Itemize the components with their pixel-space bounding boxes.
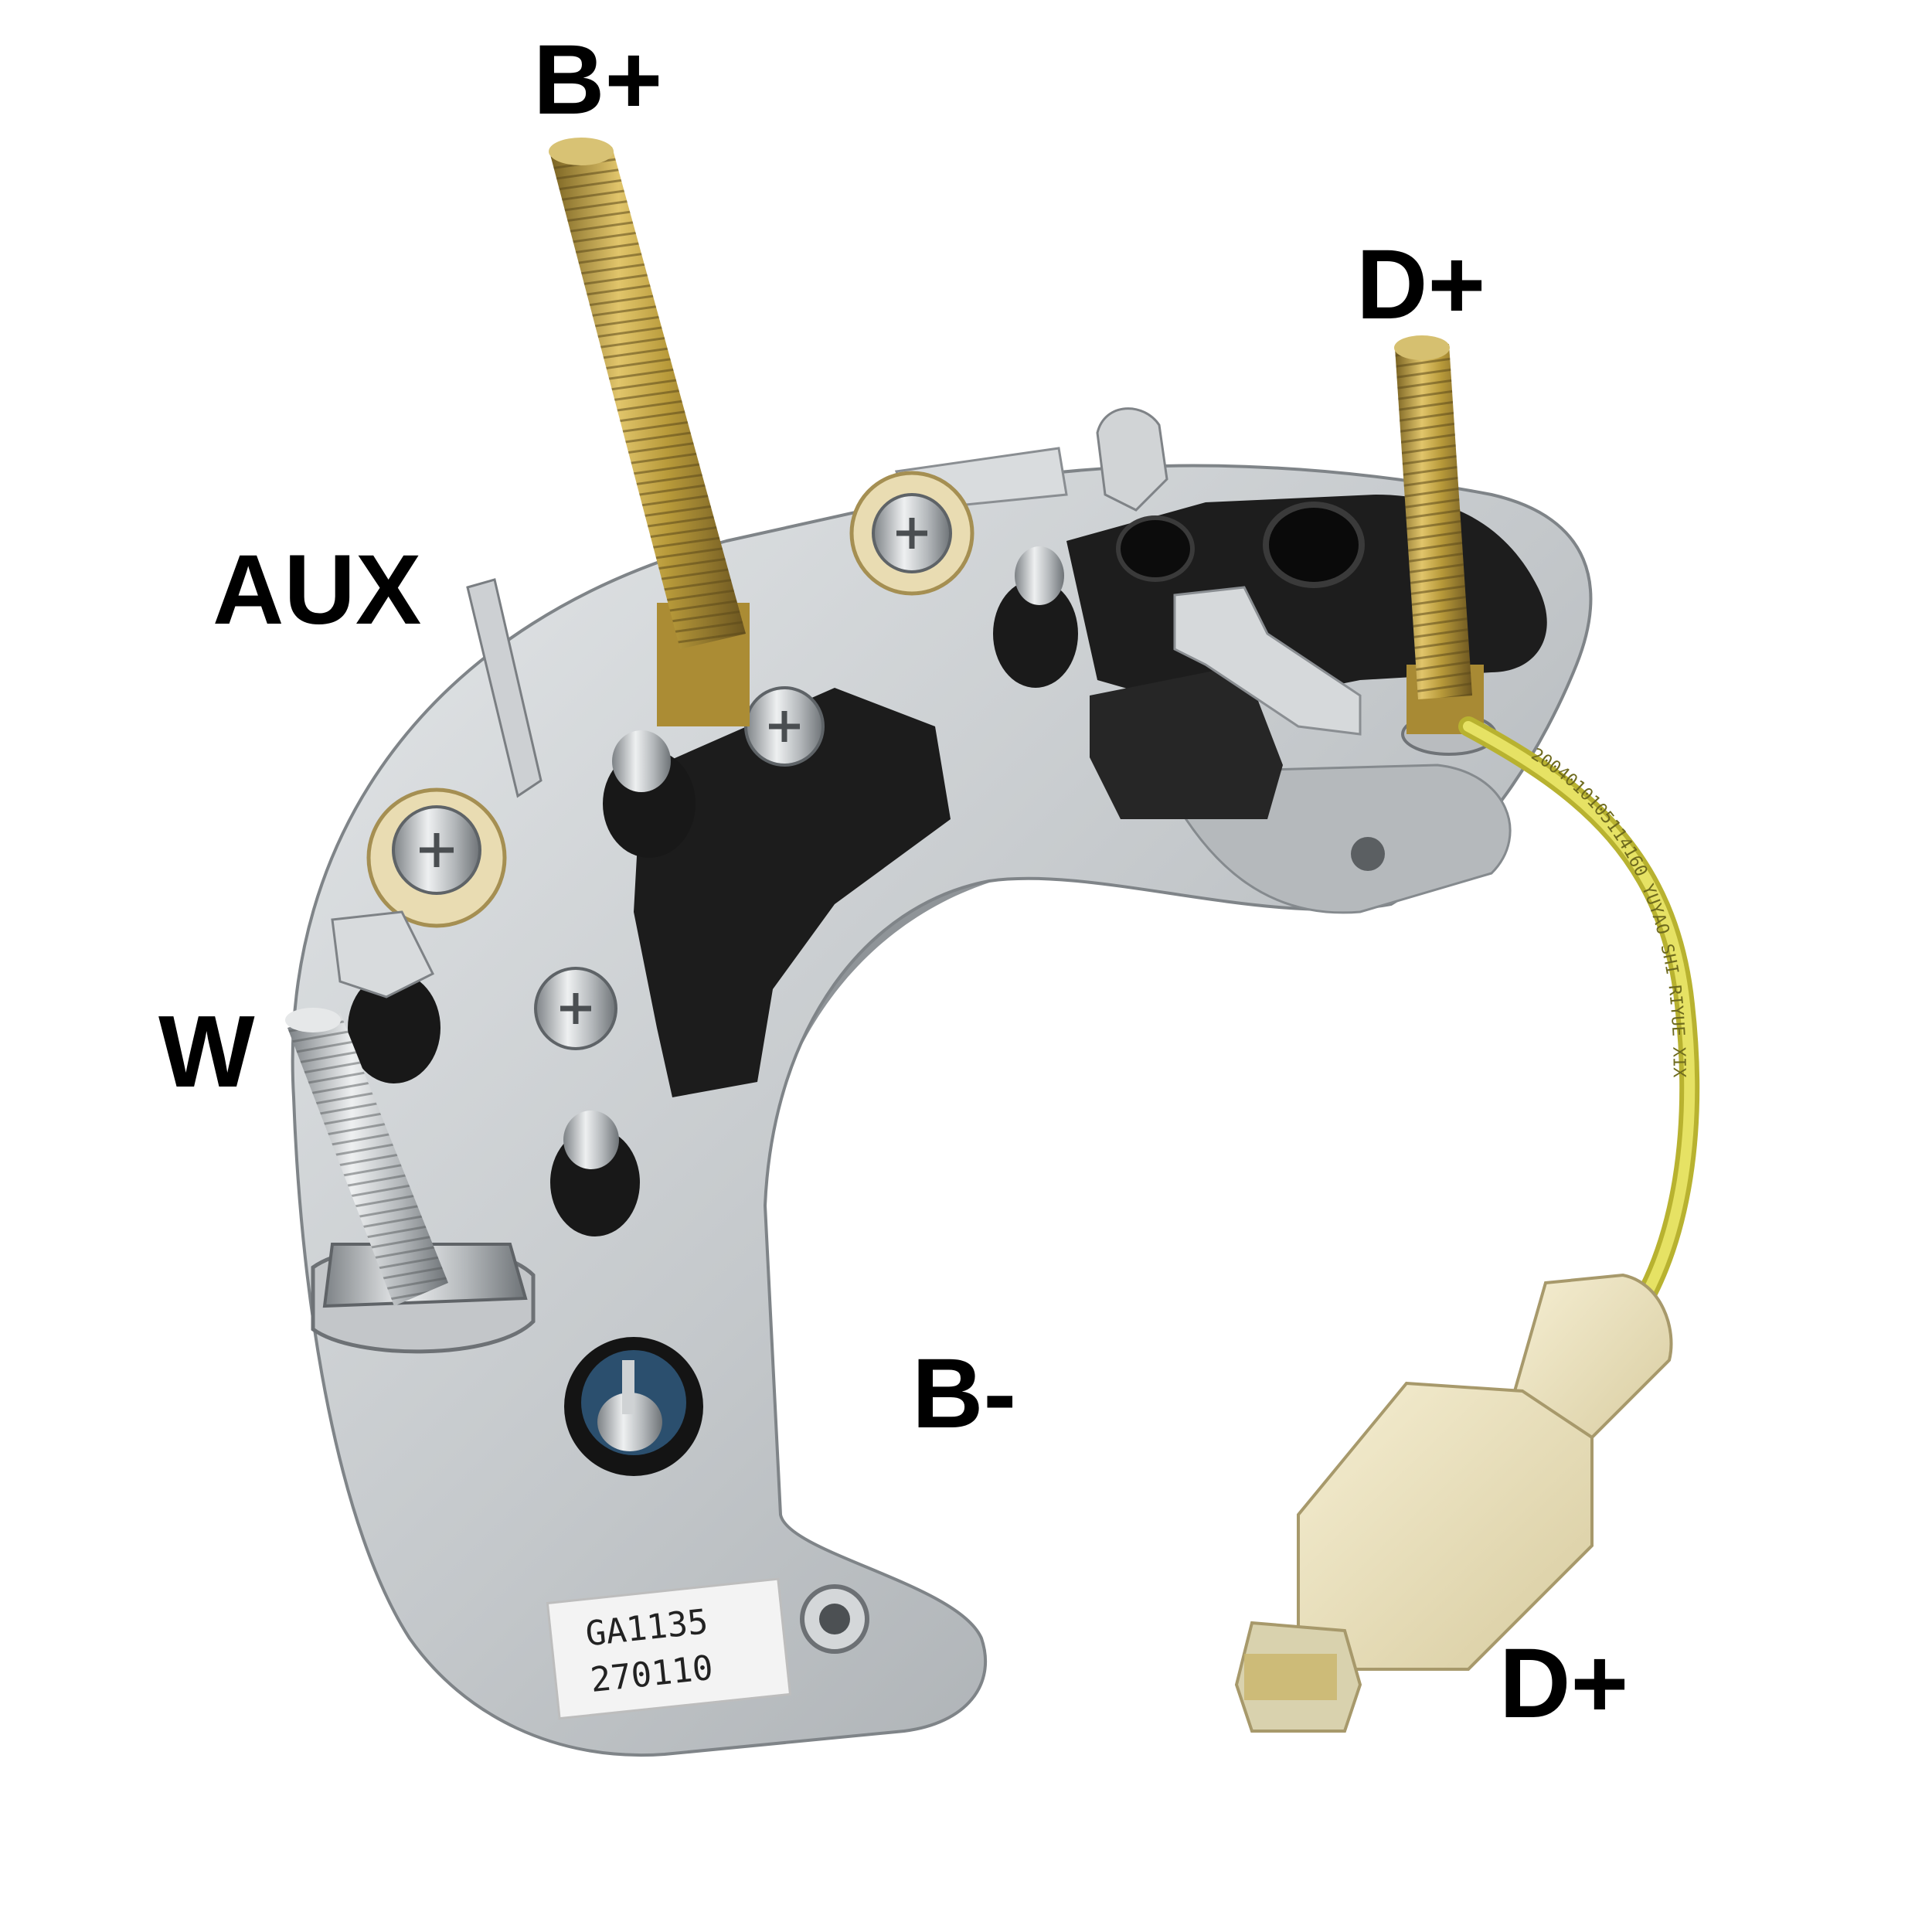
regulator-module: [1090, 665, 1283, 819]
bakelite-bar: [634, 688, 951, 1097]
wire-print-text: 2004010105114160 YUYAO SHI RIYUE XIX: [1528, 745, 1689, 1078]
wire-print: 2004010105114160 YUYAO SHI RIYUE XIX: [1528, 745, 1689, 1078]
label-w: W: [158, 995, 255, 1108]
label-aux: AUX: [213, 535, 422, 645]
top-clip: [1096, 407, 1168, 512]
diode-top-center: [993, 546, 1078, 688]
screw-center-lower: [534, 967, 617, 1050]
diode-left-mid: [348, 972, 440, 1083]
label-d-plus-connector: D+: [1499, 1628, 1629, 1739]
label-b-minus: B-: [912, 1338, 1017, 1449]
screw-center-upper: [744, 686, 825, 767]
label-b-plus: B+: [533, 25, 663, 135]
clip-left: [331, 910, 435, 998]
insulator-hole-a: [1116, 515, 1195, 582]
yellow-wire-highlight: [1463, 721, 1696, 1327]
label-d-plus-stud: D+: [1356, 230, 1486, 340]
stud-bplus: [549, 138, 750, 726]
mounting-boss-hole: [819, 1604, 850, 1634]
diode-left-upper: [603, 730, 696, 858]
screw-top-left: [849, 471, 975, 596]
dplus-connector: [1234, 1273, 1673, 1733]
regulator-bracket: [1173, 586, 1362, 736]
mounting-hole-right: [1351, 837, 1385, 871]
part-sticker: GA1135 270110: [546, 1577, 792, 1720]
stud-w: [285, 1008, 536, 1354]
diode-bminus: [564, 1337, 703, 1476]
insulator-hole-b: [1263, 502, 1365, 588]
stud-dplus: [1394, 335, 1497, 756]
screw-aux: [366, 787, 507, 928]
aux-blade-terminal: [466, 578, 543, 798]
diode-lower: [550, 1111, 640, 1236]
